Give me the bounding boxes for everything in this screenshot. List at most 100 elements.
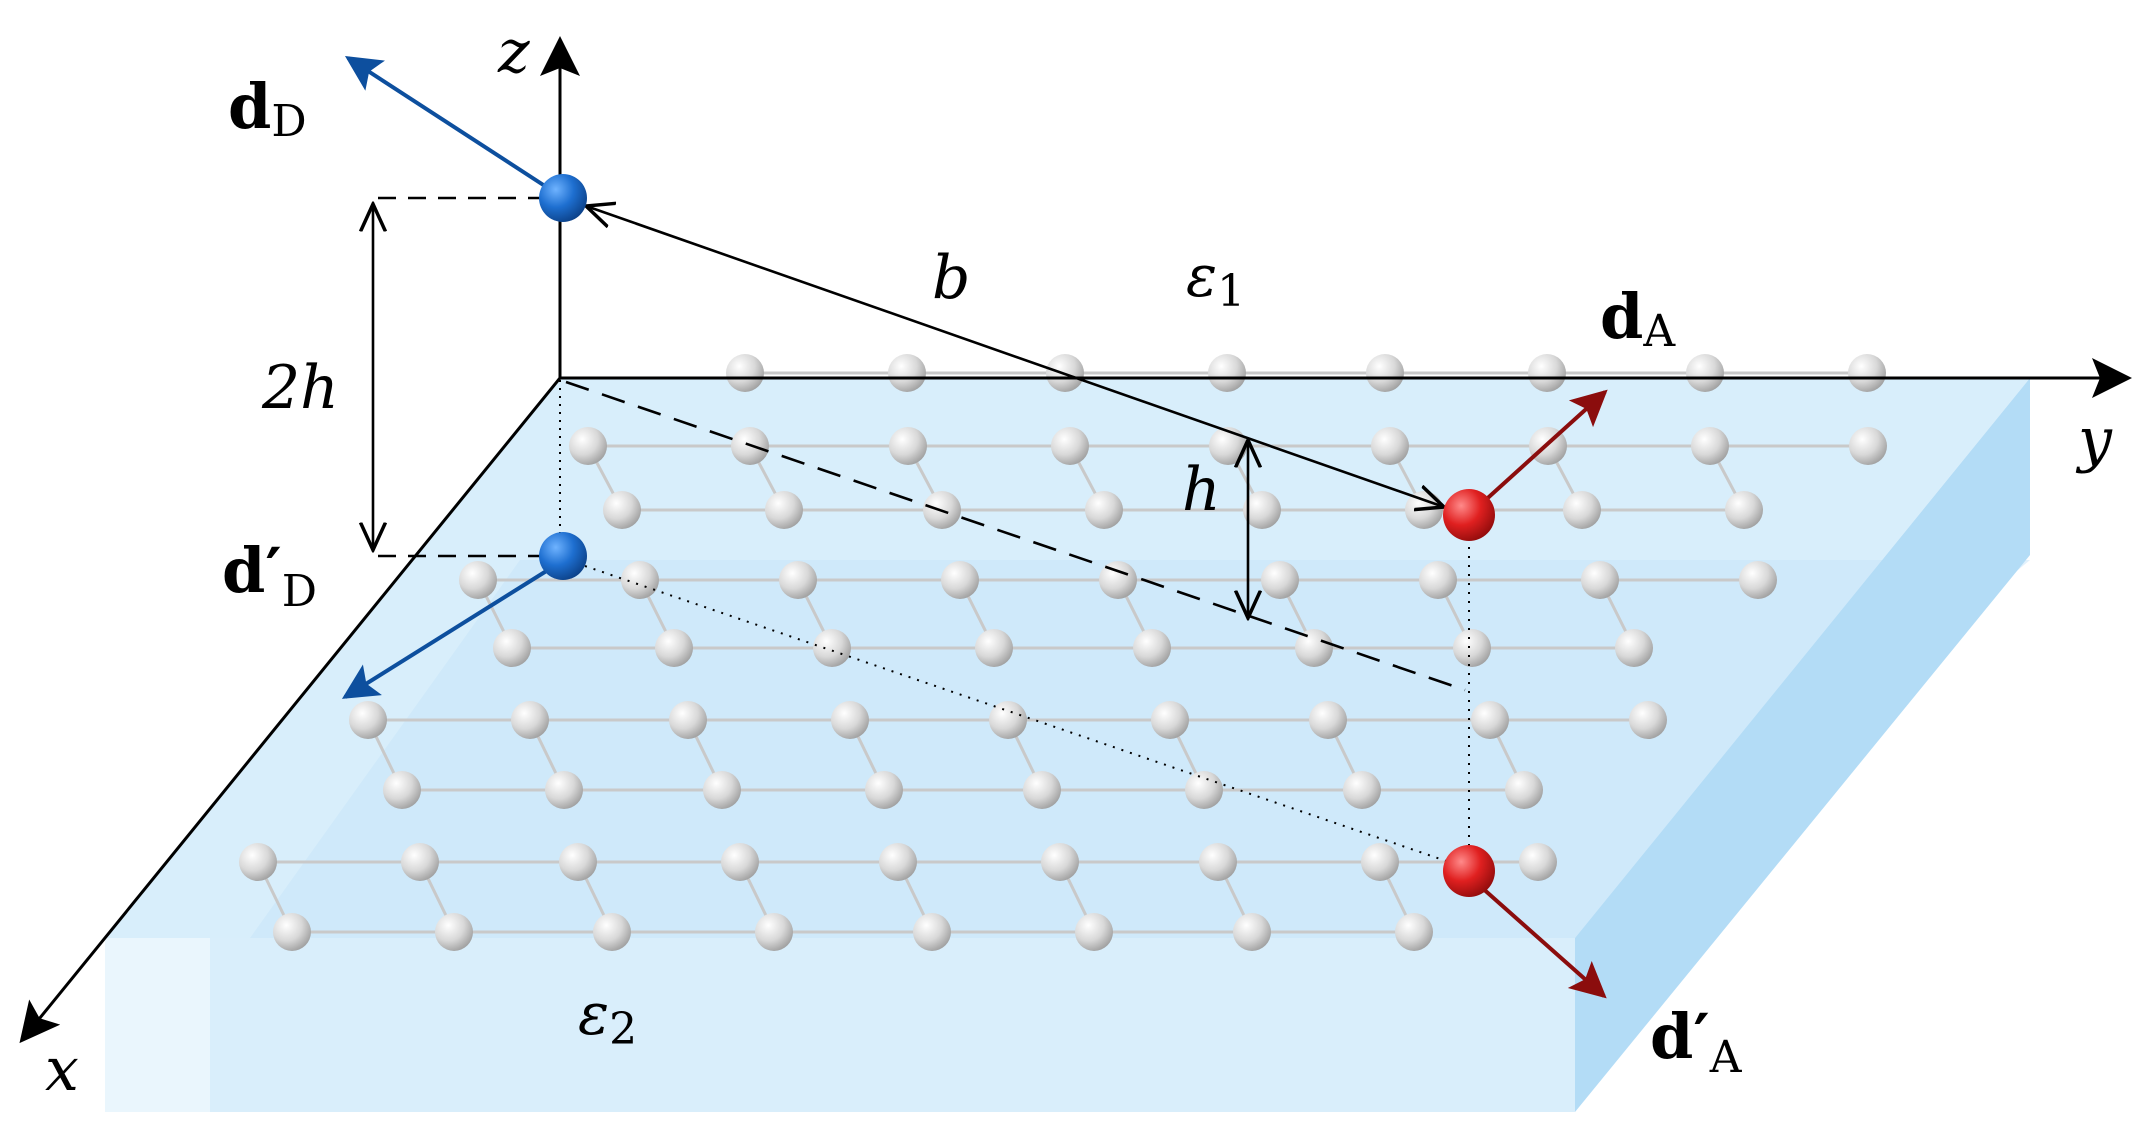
lattice-atom	[1471, 701, 1509, 739]
substrate-front-face	[105, 938, 1575, 1112]
lattice-atom	[493, 629, 531, 667]
lattice-atom	[1361, 843, 1399, 881]
lattice-atom	[1085, 491, 1123, 529]
lattice-atom	[755, 913, 793, 951]
lattice-atom	[511, 701, 549, 739]
lattice-atom	[1453, 629, 1491, 667]
lattice-atom	[1133, 629, 1171, 667]
lattice-atom	[1519, 843, 1557, 881]
substrate-side-face	[1575, 378, 2030, 1112]
lattice-atom	[913, 913, 951, 951]
donor-dipole-label: dD	[228, 70, 307, 147]
lattice-atom	[1261, 561, 1299, 599]
lattice-atom	[1725, 491, 1763, 529]
lattice-atom	[1185, 771, 1223, 809]
lattice-atom	[435, 913, 473, 951]
lattice-atom	[1051, 427, 1089, 465]
x-axis	[19, 377, 562, 1044]
y-axis-label: y	[2075, 405, 2113, 475]
lattice-atom	[1419, 561, 1457, 599]
lattice-atom	[1615, 629, 1653, 667]
lattice-atom	[1563, 491, 1601, 529]
lattice-atom	[459, 561, 497, 599]
lattice-atom	[1023, 771, 1061, 809]
acceptor-image-sphere	[1443, 845, 1495, 897]
separation-b-arrow	[586, 206, 1444, 507]
lattice-atom	[621, 561, 659, 599]
lattice-atom	[1629, 701, 1667, 739]
lattice-atom	[1233, 913, 1271, 951]
lattice-atom	[975, 629, 1013, 667]
donor-image-dipole-label: d′D	[222, 534, 317, 617]
lattice-atom	[349, 701, 387, 739]
lattice-atom	[989, 701, 1027, 739]
lattice-atom	[1199, 843, 1237, 881]
lattice-atom	[1505, 771, 1543, 809]
lattice-atom	[1405, 491, 1443, 529]
lattice-atom	[273, 913, 311, 951]
lattice-atom	[603, 491, 641, 529]
lattice-atom	[383, 771, 421, 809]
donor-image-sphere	[539, 532, 587, 580]
acceptor-dipole-label: dA	[1600, 280, 1676, 357]
substrate-front-highlight	[105, 938, 210, 1112]
lattice-atom	[1295, 629, 1333, 667]
lattice-atom	[655, 629, 693, 667]
lattice-atom	[545, 771, 583, 809]
donor-sphere	[539, 174, 587, 222]
lattice-atom	[879, 843, 917, 881]
lattice-atom	[726, 354, 764, 392]
x-axis-label: x	[45, 1035, 79, 1105]
donor-image-dipole-arrow	[341, 568, 550, 699]
epsilon-1-label: ε1	[1186, 242, 1245, 317]
lattice-atom	[559, 843, 597, 881]
lattice-atom	[1849, 427, 1887, 465]
epsilon-2-label: ε2	[578, 980, 637, 1055]
labels: z y x b h 2h ε1 ε2 dD dA d′D d′A	[45, 17, 2113, 1105]
z-axis-label: z	[497, 17, 530, 87]
lattice-atom	[1848, 354, 1886, 392]
lattice-atom	[1041, 843, 1079, 881]
donor-dipole-arrow	[344, 56, 550, 190]
emitters	[539, 174, 1495, 897]
lattice-atom	[569, 427, 607, 465]
lattice-atom	[1075, 913, 1113, 951]
lattice-atom	[1343, 771, 1381, 809]
two-h-label: 2h	[261, 353, 339, 423]
acceptor-sphere	[1443, 489, 1495, 541]
lattice-atom	[1099, 561, 1137, 599]
acceptor-image-dipole-label: d′A	[1650, 1000, 1743, 1083]
lattice-atom	[1366, 354, 1404, 392]
lattice-atom	[765, 491, 803, 529]
lattice-atom	[1528, 354, 1566, 392]
lattice-atom	[779, 561, 817, 599]
lattice-atom	[1208, 354, 1246, 392]
lattice-atom	[888, 354, 926, 392]
h-label: h	[1182, 455, 1221, 525]
lattice-atom	[889, 427, 927, 465]
dimension-markers	[373, 204, 1444, 618]
lattice-atom	[669, 701, 707, 739]
lattice-atom	[401, 843, 439, 881]
acceptor-dipole-arrow	[1478, 389, 1608, 507]
lattice-atom	[1395, 913, 1433, 951]
lattice-atom	[1686, 354, 1724, 392]
lattice-atom	[941, 561, 979, 599]
lattice-atom	[1691, 427, 1729, 465]
lattice-atom	[813, 629, 851, 667]
lattice-atom	[831, 701, 869, 739]
lattice-atom	[1581, 561, 1619, 599]
lattice-atom	[703, 771, 741, 809]
lattice-atom	[1371, 427, 1409, 465]
lattice-atom	[721, 843, 759, 881]
lattice-atom	[1309, 701, 1347, 739]
substrate-slab	[105, 378, 2030, 1112]
lattice-atom	[1739, 561, 1777, 599]
lattice-atom	[1151, 701, 1189, 739]
lattice-atom	[865, 771, 903, 809]
substrate-inner-glow	[250, 560, 2030, 938]
b-label: b	[932, 243, 970, 313]
lattice-atom	[593, 913, 631, 951]
acceptor-image-dipole-arrow	[1478, 884, 1607, 999]
